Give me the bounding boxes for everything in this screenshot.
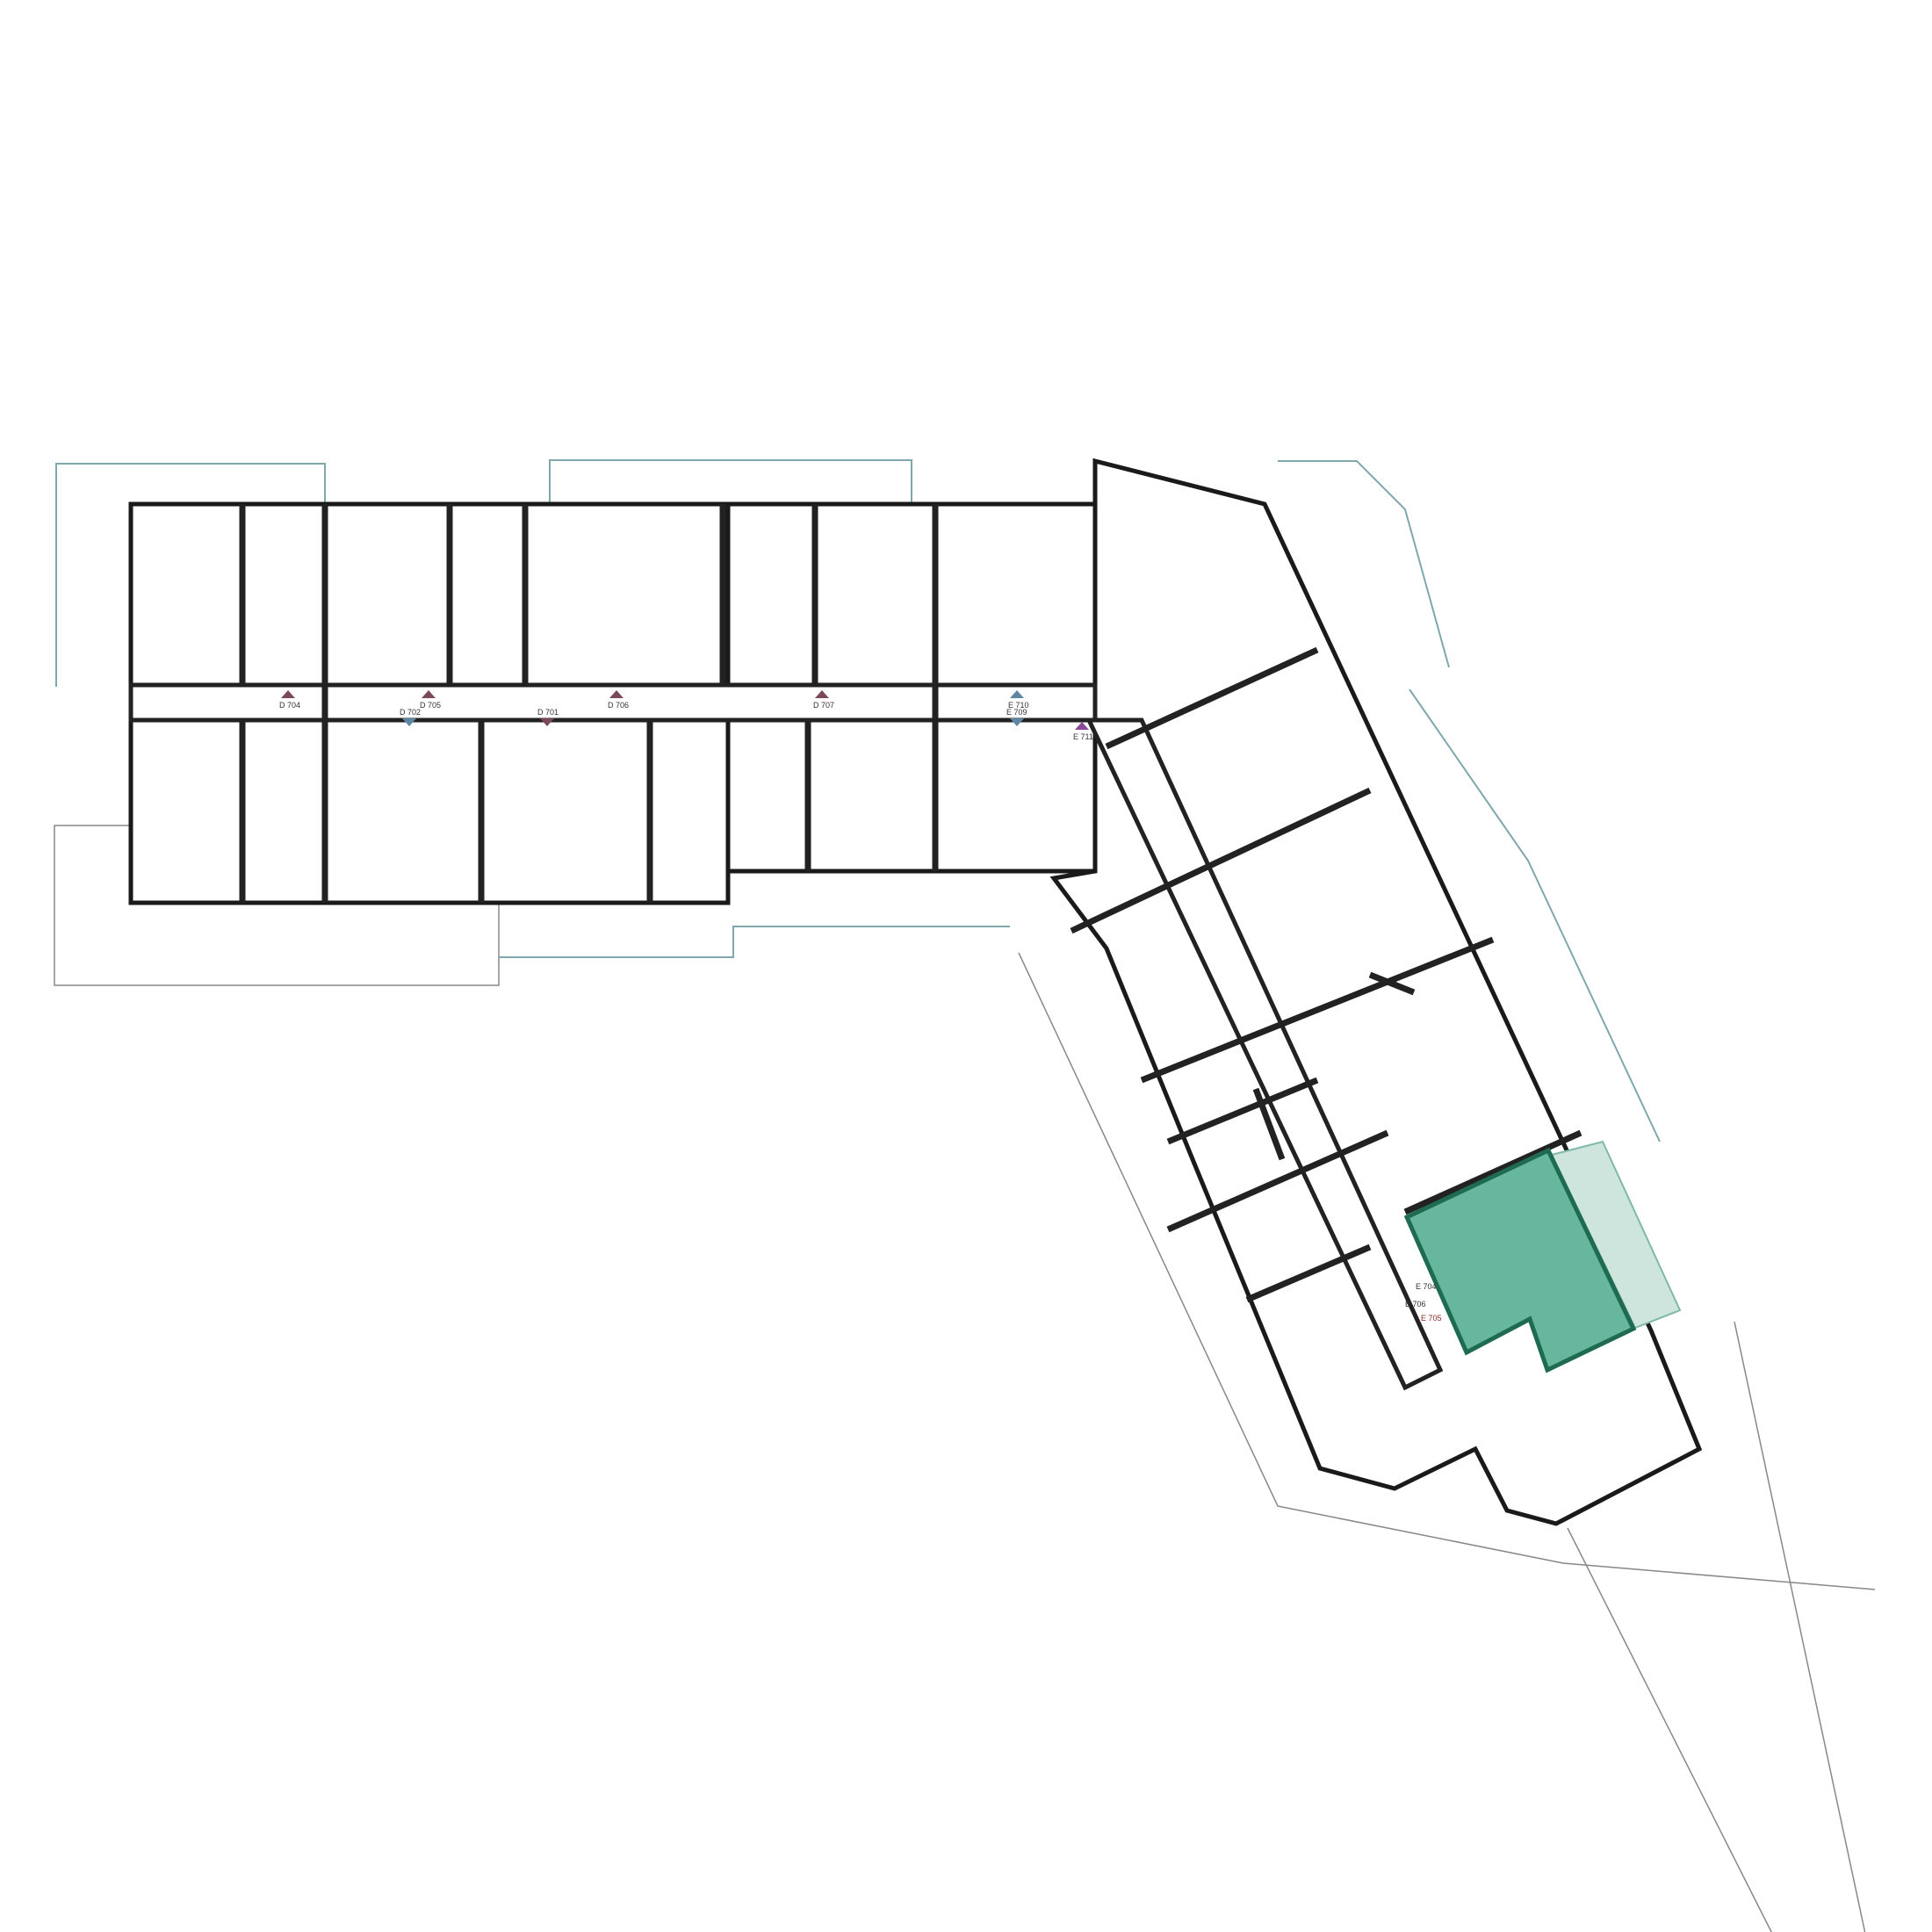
unit-marker-d705[interactable] [422,690,436,698]
unit-marker-e709[interactable] [1010,718,1024,726]
terrace-outline-southeast [1567,1321,1866,1932]
unit-label-e711: E 711 [1073,732,1093,741]
unit-label-d707: D 707 [813,701,835,710]
unit-marker-d702[interactable] [402,718,416,726]
unit-marker-d704[interactable] [281,690,295,698]
unit-label-d706: D 706 [608,701,630,710]
highlighted-apartment[interactable] [1403,1147,1637,1373]
terrace-outline-southwest-diagonal [1018,952,1876,1590]
unit-marker-d701[interactable] [540,718,554,726]
unit-marker-e710[interactable] [1010,690,1024,698]
unit-label-e706: E 706 [1405,1300,1426,1308]
unit-label-d704: D 704 [279,701,301,710]
balcony-outline-northeast [1278,460,1450,668]
balcony-outline-east [1409,688,1661,1143]
unit-label-e705: E 705 [1421,1314,1442,1323]
diagonal-corridor [1085,717,1444,1391]
unit-label-e704: E 704 [1416,1282,1437,1291]
unit-label-d702: D 702 [400,708,422,717]
balcony-outline-north-left [55,463,326,687]
unit-label-e710: E 710 [1008,701,1029,710]
unit-label-d701: D 701 [537,708,559,717]
unit-marker-d707[interactable] [815,690,829,698]
unit-label-e709: E 709 [1006,708,1027,717]
unit-marker-d706[interactable] [609,690,624,698]
unit-label-d705: D 705 [420,701,442,710]
unit-marker-e711[interactable] [1075,722,1089,730]
diagonal-wing [1049,458,1703,1526]
balcony-outline-north-mid [549,459,912,504]
interior-walls [239,504,1582,1303]
balcony-outline-south [499,926,1010,958]
